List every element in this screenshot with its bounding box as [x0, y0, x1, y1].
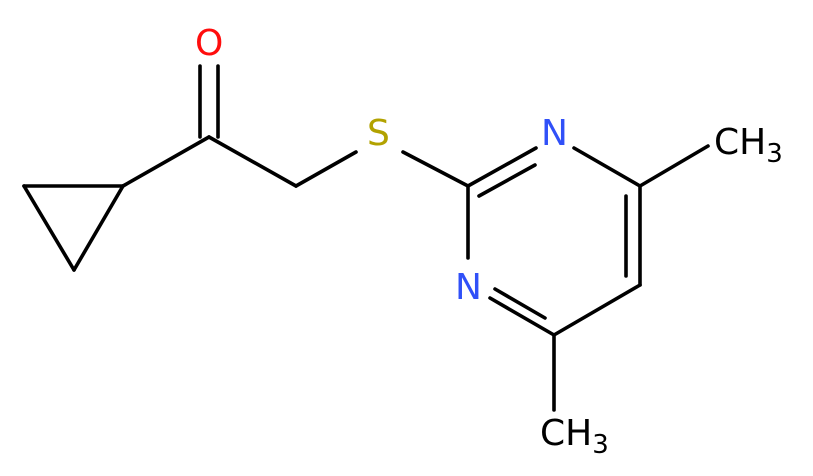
methyl-bottom-label: CH3 — [540, 413, 609, 460]
atom-nitrogen-bottom-label: N — [455, 267, 482, 308]
methyl-top-label: CH3 — [714, 122, 783, 169]
atom-nitrogen-top-label: N — [541, 113, 568, 154]
bond-ring-2 — [22, 184, 76, 272]
methyl-bottom-subscript: 3 — [592, 430, 609, 460]
cyclopropyl-ring — [22, 184, 125, 272]
pyrimidine-ring — [466, 146, 642, 337]
bond-ch2-to-sulfur — [294, 150, 358, 188]
bond-sulfur-to-c2 — [401, 150, 470, 188]
bond-carbonyl-to-ch2 — [207, 135, 298, 188]
bond-c4-methyl — [638, 144, 710, 188]
bond-c2-n-top-inner — [477, 163, 537, 198]
methyl-top-subscript: 3 — [766, 139, 783, 169]
methyl-bottom-text: CH — [540, 413, 592, 454]
bond-c5-c6 — [552, 283, 642, 337]
bond-c2-n-top — [466, 146, 538, 188]
methyl-top-text: CH — [714, 122, 766, 163]
bond-ring-3 — [72, 184, 125, 272]
bond-n-top-c4 — [572, 146, 642, 188]
bond-ring-to-carbonyl — [121, 135, 211, 188]
atom-sulfur-label: S — [367, 113, 390, 154]
atom-oxygen-label: O — [195, 23, 223, 64]
bond-c6-n-bottom-inner — [493, 287, 547, 320]
bond-c6-n-bottom — [488, 296, 556, 337]
